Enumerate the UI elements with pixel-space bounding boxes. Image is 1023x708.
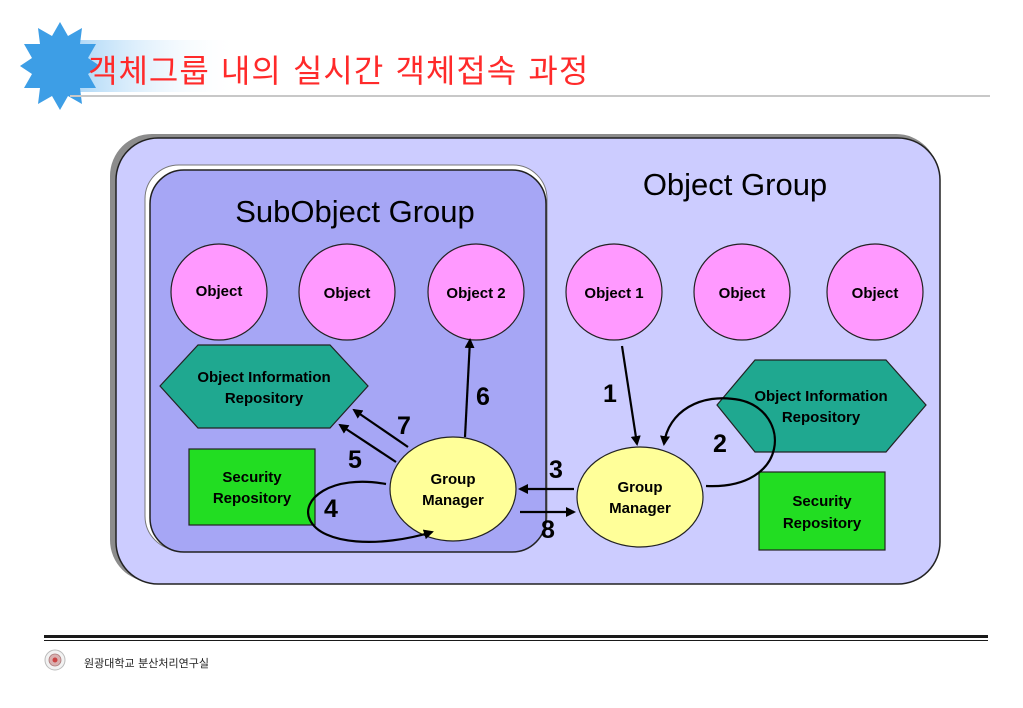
sub-object-2-label: Object (324, 285, 371, 302)
sub-security-repository: Security Repository (188, 448, 316, 526)
group-object-1-label: Object 1 (584, 285, 643, 302)
group-manager-line2: Manager (609, 500, 671, 517)
footer-divider (44, 635, 988, 638)
sub-group-manager: Group Manager (389, 436, 517, 542)
group-manager: Group Manager (576, 446, 704, 548)
arrow-step-1 (620, 345, 641, 446)
step-7-label: 7 (397, 412, 411, 440)
step-2-label: 2 (713, 430, 727, 458)
group-security-repository: Security Repository (758, 471, 886, 551)
group-manager-line1: Group (618, 479, 663, 496)
arrow-step-5 (338, 423, 397, 463)
step-3-label: 3 (549, 456, 563, 484)
subobject-group-label: SubObject Group (235, 194, 475, 229)
footer-divider-thin (44, 640, 988, 641)
group-security-repository-line1: Security (792, 493, 852, 510)
arrow-step-6 (463, 338, 475, 438)
step-4-label: 4 (324, 495, 338, 523)
object-group-label: Object Group (643, 167, 827, 202)
sub-security-repository-line2: Repository (213, 490, 292, 507)
step-8-label: 8 (541, 516, 555, 544)
title-divider (70, 95, 990, 97)
group-object-1: Object 1 (565, 243, 663, 341)
sub-info-repository: Object Information Repository (159, 344, 369, 429)
sub-group-manager-line2: Manager (422, 492, 484, 509)
starburst-icon (20, 22, 100, 110)
sub-info-repository-line2: Repository (225, 390, 304, 407)
group-info-repository-line1: Object Information (754, 388, 887, 405)
footer-text: 원광대학교 분산처리연구실 (84, 657, 209, 670)
group-object-2: Object (693, 243, 791, 341)
group-info-repository-line2: Repository (782, 409, 861, 426)
group-object-3: Object (826, 243, 924, 341)
sub-object-3: Object 2 (427, 243, 525, 341)
arrow-step-7 (352, 408, 409, 448)
sub-security-repository-line1: Security (222, 469, 282, 486)
slide-title: 객체그룹 내의 실시간 객체접속 과정 (88, 52, 590, 90)
sub-group-manager-line1: Group (431, 471, 476, 488)
step-1-label: 1 (603, 380, 617, 408)
arrow-step-2 (660, 397, 776, 488)
group-object-2-label: Object (719, 285, 766, 302)
sub-object-1-label: Object (196, 283, 243, 300)
step-5-label: 5 (348, 446, 362, 474)
step-6-label: 6 (476, 383, 490, 411)
group-info-repository: Object Information Repository (716, 359, 927, 453)
sub-object-2: Object (298, 243, 396, 341)
group-object-3-label: Object (852, 285, 899, 302)
sub-object-3-label: Object 2 (446, 285, 505, 302)
sub-object-1: Object (170, 243, 268, 341)
group-security-repository-line2: Repository (783, 515, 862, 532)
arrow-step-4 (307, 480, 434, 543)
sub-info-repository-line1: Object Information (197, 369, 330, 386)
